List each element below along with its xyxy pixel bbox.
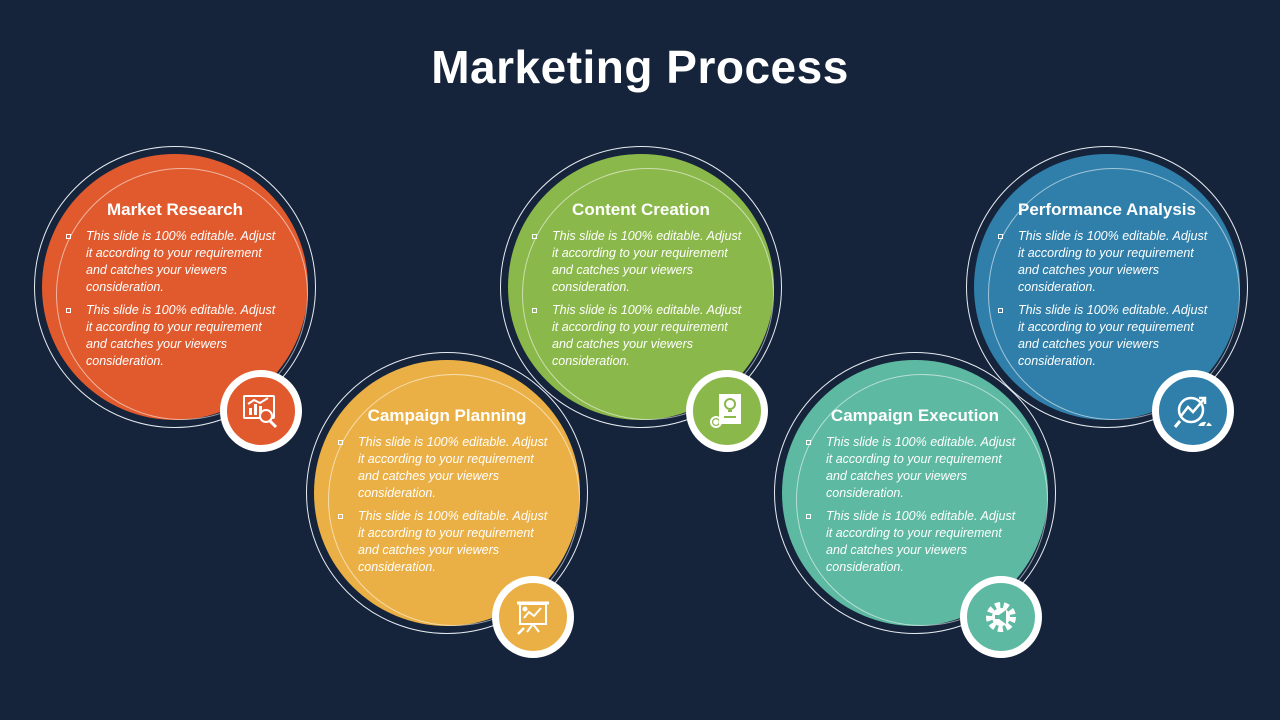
step-content-creation: Content Creation This slide is 100% edit… (500, 146, 790, 452)
step-outline-ring (34, 146, 316, 428)
bullet-item: This slide is 100% editable. Adjust it a… (66, 228, 278, 296)
bullet-item: This slide is 100% editable. Adjust it a… (806, 508, 1018, 576)
step-outline-ring (306, 352, 588, 634)
step-outline-ring (500, 146, 782, 428)
step-outline-ring (774, 352, 1056, 634)
step-title: Campaign Execution (830, 406, 1000, 425)
step-title: Campaign Planning (367, 406, 527, 425)
step-title: Performance Analysis (1018, 200, 1196, 219)
step-title: Content Creation (572, 200, 710, 219)
step-icon-badge (686, 370, 768, 452)
step-disk-inner-ring (328, 374, 580, 626)
bullet-item: This slide is 100% editable. Adjust it a… (532, 228, 744, 296)
step-icon-badge (220, 370, 302, 452)
step-campaign-planning: Campaign Planning This slide is 100% edi… (306, 352, 596, 658)
bullet-item: This slide is 100% editable. Adjust it a… (998, 302, 1210, 370)
step-disk-inner-ring (796, 374, 1048, 626)
document-bulb-gear-icon (710, 394, 741, 428)
page-title: Marketing Process (431, 41, 849, 93)
step-title: Market Research (106, 200, 244, 219)
gear-megaphone-icon (986, 602, 1016, 632)
presentation-board-icon (517, 601, 549, 635)
bullet-item: This slide is 100% editable. Adjust it a… (806, 434, 1018, 502)
step-market-research: Market Research This slide is 100% edita… (34, 146, 324, 452)
step-bullets: This slide is 100% editable. Adjust it a… (532, 228, 744, 376)
chart-magnifier-icon (243, 395, 278, 429)
bullet-item: This slide is 100% editable. Adjust it a… (66, 302, 278, 370)
step-bullets: This slide is 100% editable. Adjust it a… (998, 228, 1210, 376)
step-outline-ring (966, 146, 1248, 428)
bullet-item: This slide is 100% editable. Adjust it a… (338, 434, 550, 502)
step-bullets: This slide is 100% editable. Adjust it a… (338, 434, 550, 582)
step-campaign-execution: Campaign Execution This slide is 100% ed… (774, 352, 1064, 658)
step-disk-inner-ring (522, 168, 774, 420)
step-icon-badge (960, 576, 1042, 658)
bullet-item: This slide is 100% editable. Adjust it a… (338, 508, 550, 576)
step-bullets: This slide is 100% editable. Adjust it a… (66, 228, 278, 376)
step-icon-badge (1152, 370, 1234, 452)
step-icon-badge (492, 576, 574, 658)
step-performance-analysis: Performance Analysis This slide is 100% … (966, 146, 1256, 452)
step-disk-inner-ring (56, 168, 308, 420)
trend-gauge-icon (1173, 396, 1212, 428)
step-disk-inner-ring (988, 168, 1240, 420)
bullet-item: This slide is 100% editable. Adjust it a… (998, 228, 1210, 296)
bullet-item: This slide is 100% editable. Adjust it a… (532, 302, 744, 370)
step-bullets: This slide is 100% editable. Adjust it a… (806, 434, 1018, 582)
